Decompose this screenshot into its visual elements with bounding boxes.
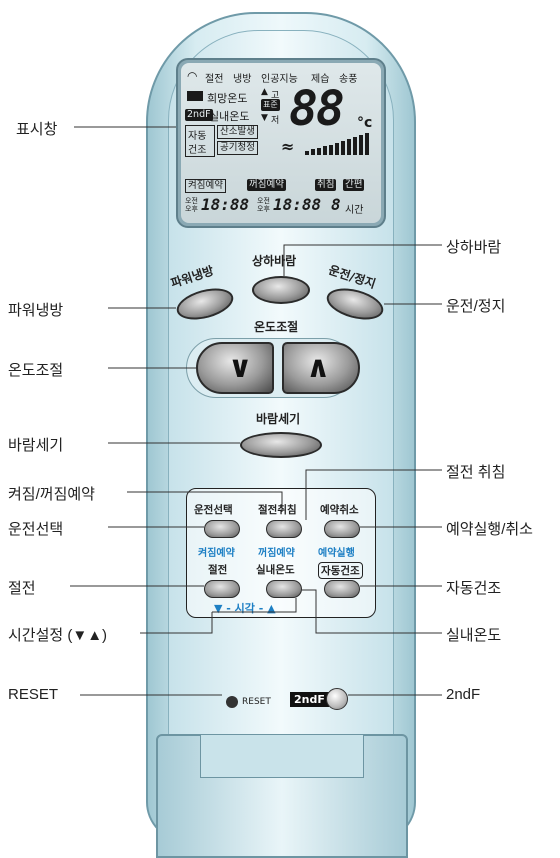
time-readout-2: 18:88	[273, 195, 322, 214]
desired-temp-label: 희망온도	[207, 92, 248, 105]
callout-energy-sleep: 절전 취침	[446, 464, 506, 481]
callout-reset: RESET	[8, 686, 59, 703]
wind-direction-icon: ≈	[281, 137, 295, 156]
on-timer-label: 켜짐예약	[185, 179, 226, 193]
updown-wind-button[interactable]	[252, 276, 310, 304]
reserve-cancel-label: 예약취소	[320, 504, 359, 516]
callout-reserve-run-cancel: 예약실행/취소	[446, 521, 533, 538]
callout-run-stop: 운전/정지	[446, 298, 506, 315]
mode-select-label: 운전선택	[194, 504, 233, 516]
callout-time-set: 시간설정 (▼▲)	[8, 627, 108, 644]
high-label: 고	[271, 91, 280, 101]
off-timer-label: 꺼짐예약	[247, 179, 286, 191]
mode-label-dehumid: 제습	[311, 74, 330, 85]
mode-label-ai: 인공지능	[261, 74, 298, 85]
callout-temp-control: 온도조절	[8, 362, 64, 379]
temp-down-button[interactable]	[196, 342, 274, 394]
off-reserve-label: 꺼짐예약	[258, 548, 295, 559]
hours-unit: 시간	[345, 205, 364, 216]
air-clean-label: 공기청정	[217, 141, 258, 155]
up-arrow-icon: ▲	[261, 87, 268, 97]
reserve-cancel-button[interactable]	[324, 520, 360, 538]
callout-mode-select: 운전선택	[8, 521, 64, 538]
on-reserve-label: 켜짐예약	[198, 548, 235, 559]
second-f-badge: 2ndF	[290, 692, 329, 707]
callout-second-f: 2ndF	[446, 686, 481, 703]
reserve-run-label: 예약실행	[318, 548, 355, 559]
auto-label: 자동	[188, 131, 207, 142]
down-arrow-icon: ▼	[261, 113, 268, 123]
lcd-display: ◠ 절전 냉방 인공지능 제습 송풍 희망온도 2ndF 실내온도 ▲ 고 표준…	[181, 63, 381, 223]
time-readout-1: 18:88	[201, 195, 250, 214]
temp-control-label: 온도조절	[254, 320, 299, 334]
auto-dry-button[interactable]	[324, 580, 360, 598]
flip-cover-hinge	[200, 734, 364, 778]
ampm-label-1: 오전 오후	[185, 197, 198, 213]
reset-label: RESET	[242, 697, 271, 707]
callout-energy-save: 절전	[8, 580, 36, 597]
temp-up-button[interactable]	[282, 342, 360, 394]
callout-wind-strength: 바람세기	[8, 437, 64, 454]
oxygen-label: 산소발생	[217, 125, 258, 139]
temperature-readout: 88	[289, 81, 345, 137]
callout-display: 표시창	[16, 121, 58, 138]
wind-strength-label: 바람세기	[256, 412, 301, 426]
temp-unit: °c	[357, 115, 373, 131]
auto-dry-label: 자동건조	[318, 562, 363, 579]
chevron-down-icon: ∨	[228, 350, 253, 385]
second-f-button[interactable]	[326, 688, 348, 710]
mode-label-energy: 절전	[205, 74, 224, 85]
reset-button[interactable]	[226, 696, 238, 708]
room-temp-button[interactable]	[266, 580, 302, 598]
energy-save-label: 절전	[208, 564, 228, 576]
mode-label-cool: 냉방	[233, 74, 252, 85]
fan-level-bars	[303, 133, 371, 155]
callout-room-temp: 실내온도	[446, 627, 502, 644]
mode-select-button[interactable]	[204, 520, 240, 538]
callout-updown-wind: 상하바람	[446, 239, 502, 256]
callout-auto-dry: 자동건조	[446, 580, 502, 597]
fan-speed-icon	[187, 91, 203, 101]
auto-dry-box	[185, 125, 215, 157]
chevron-up-icon: ∧	[306, 350, 331, 385]
sleep-label: 취침	[315, 179, 337, 191]
callout-on-off-reserve: 켜짐/꺼짐예약	[8, 486, 95, 503]
mode-label-fan: 송풍	[339, 74, 358, 85]
updown-wind-label: 상하바람	[252, 254, 297, 268]
ampm-label-2: 오전 오후	[257, 197, 270, 213]
dry-label: 건조	[188, 145, 207, 156]
low-label: 저	[271, 116, 280, 126]
energy-save-button[interactable]	[204, 580, 240, 598]
wifi-icon: ◠	[187, 69, 198, 83]
wind-strength-button[interactable]	[240, 432, 322, 458]
simple-label: 간편	[343, 179, 365, 191]
room-temp-label: 실내온도	[209, 110, 250, 123]
hours-readout: 8	[331, 195, 341, 214]
callout-power-cool: 파워냉방	[8, 302, 64, 319]
energy-sleep-label: 절전취침	[258, 504, 297, 516]
room-temp-button-label: 실내온도	[256, 564, 295, 576]
second-f-indicator: 2ndF	[185, 109, 213, 121]
standard-label: 표준	[261, 99, 280, 111]
energy-sleep-button[interactable]	[266, 520, 302, 538]
